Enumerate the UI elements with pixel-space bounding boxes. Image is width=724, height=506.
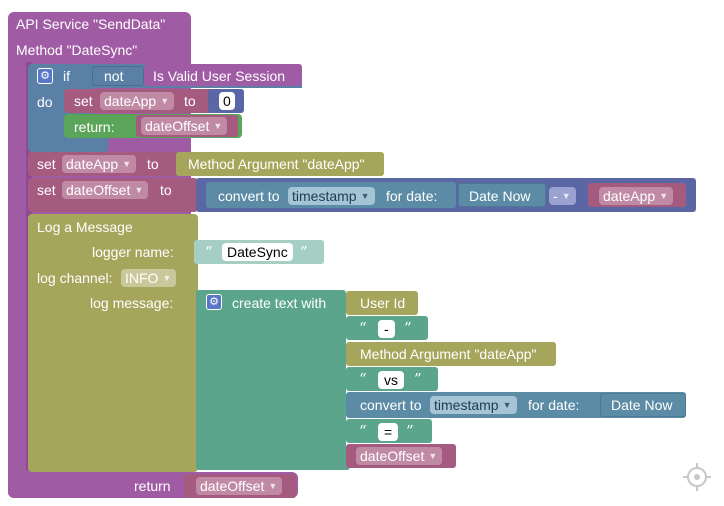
not-block[interactable] [92, 66, 144, 86]
chevron-down-icon: ▼ [162, 273, 172, 283]
method-label: Method "DateSync" [16, 42, 138, 58]
create-text-footer [196, 452, 350, 470]
date-now-label: Date Now [469, 188, 531, 204]
close-quote-icon: ” [414, 370, 422, 388]
chevron-down-icon: ▼ [360, 191, 370, 201]
method-argument-block[interactable] [176, 152, 384, 176]
api-service-label: API Service "SendData" [16, 16, 166, 32]
chevron-down-icon: ▼ [502, 400, 512, 410]
crosshair-icon[interactable] [682, 462, 712, 492]
for-date-label: for date: [386, 188, 438, 204]
dash-input[interactable]: - [378, 320, 395, 338]
open-quote-icon: “ [359, 319, 367, 337]
convert-label: convert to [360, 397, 422, 413]
log-channel-dropdown[interactable]: INFO▼ [121, 269, 177, 287]
log-channel-label: log channel: [37, 270, 113, 286]
return-label: return [134, 478, 171, 494]
chevron-down-icon: ▼ [268, 481, 278, 491]
date-now-block[interactable] [600, 393, 686, 417]
if-label: if [63, 68, 70, 84]
set-label: set [37, 182, 56, 198]
close-quote-icon: ” [406, 422, 414, 440]
not-label: not [104, 68, 124, 84]
var-dateoffset-dropdown[interactable]: dateOffset▼ [62, 181, 149, 199]
to-label: to [147, 156, 159, 172]
var-dateoffset-dropdown[interactable]: dateOffset▼ [356, 447, 443, 465]
date-now-block[interactable] [458, 183, 546, 207]
number-input[interactable]: 0 [219, 92, 235, 110]
user-id-label: User Id [360, 295, 406, 311]
var-dateapp-dropdown[interactable]: dateApp▼ [62, 155, 137, 173]
chevron-down-icon: ▼ [213, 121, 223, 131]
chevron-down-icon: ▼ [122, 159, 132, 169]
method-argument-label: Method Argument "dateApp" [188, 156, 365, 172]
chevron-down-icon: ▼ [561, 191, 571, 201]
close-quote-icon: ” [300, 243, 308, 261]
var-dateoffset-dropdown[interactable]: dateOffset▼ [141, 117, 228, 135]
log-message-block[interactable] [28, 214, 198, 472]
create-text-label: create text with [232, 295, 327, 311]
gear-icon[interactable]: ⚙ [206, 294, 222, 310]
log-message-label: log message: [90, 295, 174, 311]
var-dateapp-dropdown[interactable]: dateApp▼ [100, 92, 175, 110]
open-quote-icon: “ [359, 370, 367, 388]
return-label: return: [74, 119, 115, 135]
for-date-label: for date: [528, 397, 580, 413]
method-argument-label: Method Argument "dateApp" [360, 346, 537, 362]
is-valid-session-label: Is Valid User Session [153, 68, 286, 84]
chevron-down-icon: ▼ [659, 191, 669, 201]
vs-input[interactable]: vs [378, 371, 404, 389]
gear-icon[interactable]: ⚙ [37, 68, 53, 84]
create-text-block[interactable] [196, 290, 346, 470]
equals-input[interactable]: = [378, 423, 399, 441]
chevron-down-icon: ▼ [428, 451, 438, 461]
open-quote-icon: “ [205, 243, 213, 261]
open-quote-icon: “ [359, 422, 367, 440]
date-now-label: Date Now [611, 397, 673, 413]
chevron-down-icon: ▼ [134, 185, 144, 195]
to-label: to [160, 182, 172, 198]
var-dateoffset-dropdown[interactable]: dateOffset▼ [196, 477, 283, 495]
var-dateapp-dropdown[interactable]: dateApp▼ [599, 187, 674, 205]
if-block-footer [28, 138, 108, 152]
set-label: set [37, 156, 56, 172]
operator-dropdown[interactable]: -▼ [549, 187, 576, 205]
convert-type-dropdown[interactable]: timestamp▼ [288, 187, 375, 205]
is-valid-session-block[interactable] [144, 64, 302, 86]
close-quote-icon: ” [404, 319, 412, 337]
convert-type-dropdown[interactable]: timestamp▼ [430, 396, 517, 414]
logger-name-input[interactable]: DateSync [222, 243, 293, 261]
log-title: Log a Message [37, 219, 133, 235]
do-label: do [37, 94, 53, 110]
logger-name-label: logger name: [92, 244, 174, 260]
to-label: to [184, 93, 196, 109]
chevron-down-icon: ▼ [160, 96, 170, 106]
set-label: set [74, 93, 93, 109]
user-id-block[interactable] [346, 291, 418, 315]
convert-label: convert to [218, 188, 280, 204]
method-argument-block[interactable] [346, 342, 556, 366]
